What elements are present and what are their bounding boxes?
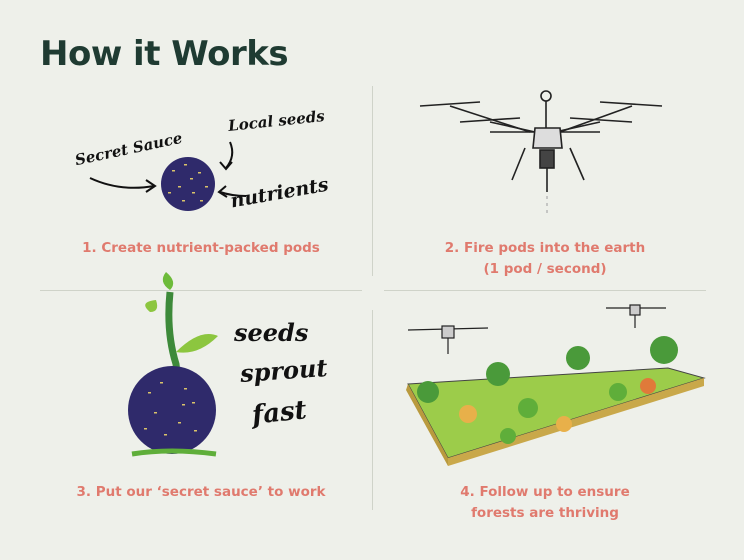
step-1-caption: 1. Create nutrient-packed pods: [82, 240, 320, 256]
step-4-caption: 4. Follow up to ensure forests are thriv…: [384, 482, 706, 524]
step-2-caption-line-1: 2. Fire pods into the earth: [444, 240, 646, 256]
label-seeds: seeds: [234, 318, 309, 347]
horizontal-divider-right: [384, 290, 706, 291]
pod-illustration: [89, 141, 247, 211]
vertical-divider-bottom: [372, 310, 373, 510]
step-4-caption-line-1: 4. Follow up to ensure: [460, 484, 630, 500]
vertical-divider-top: [372, 86, 373, 276]
forest-illustration: [406, 304, 706, 466]
step-4-caption-line-2: forests are thriving: [471, 505, 619, 521]
page-title: How it Works: [40, 34, 289, 74]
label-sprout: sprout: [239, 352, 329, 389]
step-3-caption: 3. Put our ‘secret sauce’ to work: [76, 484, 326, 500]
label-fast: fast: [250, 395, 309, 431]
step-2-caption: 2. Fire pods into the earth (1 pod / sec…: [384, 238, 706, 280]
sprouting-pod-illustration: [128, 272, 218, 457]
horizontal-divider-left: [40, 290, 362, 291]
step-2-caption-line-2: (1 pod / second): [483, 261, 607, 277]
drone-illustration: [419, 90, 663, 216]
